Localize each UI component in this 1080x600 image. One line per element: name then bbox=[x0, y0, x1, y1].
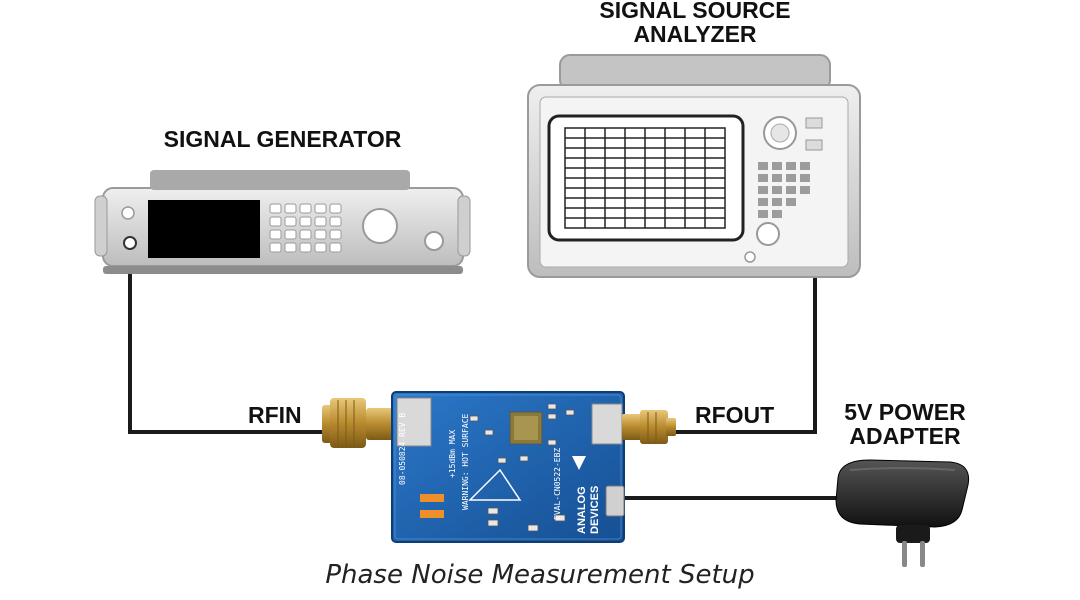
pcb bbox=[391, 391, 625, 543]
rfin-cable bbox=[128, 243, 322, 434]
signal-generator bbox=[94, 170, 471, 274]
rfin-sma-connector bbox=[322, 398, 396, 448]
generator-keypad bbox=[269, 203, 342, 253]
power-adapter-label: 5V POWER ADAPTER bbox=[830, 400, 980, 448]
plug-pin-right bbox=[920, 541, 925, 567]
power-adapter bbox=[835, 459, 970, 567]
power-adapter-label-line1: 5V POWER bbox=[844, 399, 966, 425]
rfout-label: RFOUT bbox=[695, 402, 775, 428]
rfout-pad bbox=[591, 403, 623, 445]
analyzer-label-line2: ANALYZER bbox=[633, 21, 757, 48]
analyzer-keypad bbox=[758, 162, 810, 218]
rfout-sma-connector bbox=[622, 410, 676, 444]
analyzer-label-line1: SIGNAL SOURCE bbox=[599, 0, 791, 23]
signal-generator-label: SIGNAL GENERATOR bbox=[163, 126, 402, 152]
diagram-caption: Phase Noise Measurement Setup bbox=[325, 560, 755, 590]
generator-screen bbox=[148, 200, 260, 258]
signal-source-analyzer bbox=[527, 54, 861, 278]
pcb-id-text: 08-050824 REV B bbox=[398, 413, 407, 485]
analyzer-screen-grid bbox=[564, 127, 726, 229]
rfin-label: RFIN bbox=[248, 402, 302, 428]
analog-devices-logo: ANALOG DEVICES bbox=[572, 456, 601, 534]
eval-name-text: EVAL-CN0522-EBZ bbox=[553, 448, 562, 520]
rfin-pad bbox=[396, 397, 432, 447]
power-adapter-label-line2: ADAPTER bbox=[849, 423, 961, 450]
svg-text:ANALOG: ANALOG bbox=[576, 486, 588, 534]
generator-rf-port bbox=[123, 236, 137, 250]
warning-text: WARNING: HOT SURFACE bbox=[461, 413, 470, 510]
svg-text:DEVICES: DEVICES bbox=[589, 486, 601, 534]
eval-board: 08-050824 REV B +15dBm MAX WARNING: HOT … bbox=[322, 391, 676, 543]
cables bbox=[128, 243, 838, 500]
generator-knob bbox=[362, 208, 398, 244]
power-jack bbox=[605, 485, 625, 517]
plug-pin-left bbox=[902, 541, 907, 567]
analyzer-label: SIGNAL SOURCE ANALYZER bbox=[575, 0, 815, 46]
power-note-text: +15dBm MAX bbox=[448, 430, 457, 478]
rfout-cable bbox=[675, 254, 817, 434]
